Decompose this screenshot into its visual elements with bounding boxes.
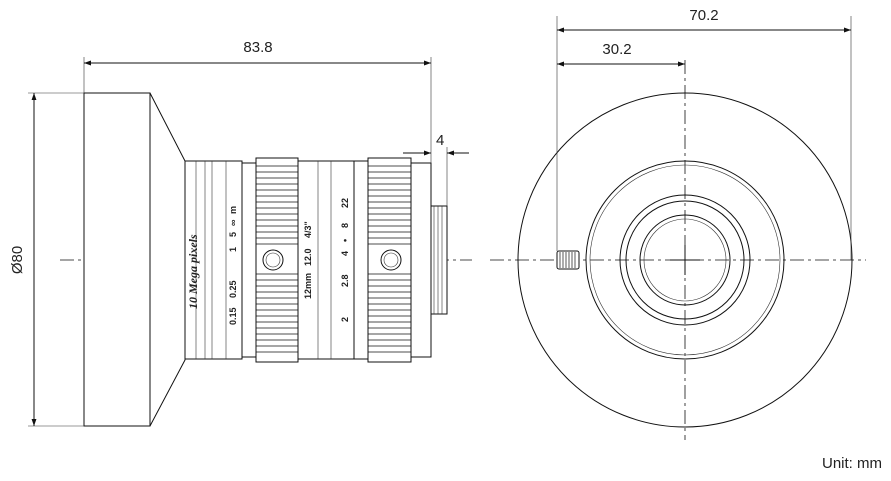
focus-scale-5: 5 xyxy=(228,232,238,237)
dimension-outer-diameter-value: Ø80 xyxy=(9,246,26,274)
tapered-shoulder xyxy=(149,92,186,427)
focus-lock-screw-icon xyxy=(262,249,284,271)
focus-scale-unit: m xyxy=(228,206,238,214)
side-view: 10 Mega pixels 0.15 0.25 1 5 ∞ m 12mm 12… xyxy=(9,39,472,427)
dimension-front-width: 70.2 xyxy=(556,7,852,260)
front-view: 70.2 30.2 xyxy=(490,7,866,440)
dimension-half-width: 30.2 xyxy=(557,41,685,67)
dimension-half-width-value: 30.2 xyxy=(602,41,631,58)
dimension-flange-offset: 4 xyxy=(403,132,469,206)
side-lock-screw-icon xyxy=(556,250,580,270)
c-mount-thread xyxy=(430,205,448,315)
iris-lock-screw-icon xyxy=(380,249,402,271)
dimension-front-width-value: 70.2 xyxy=(689,7,718,24)
brand-engraving: 10 Mega pixels xyxy=(186,234,200,309)
barrel-middle xyxy=(297,160,355,360)
rear-barrel xyxy=(410,162,432,358)
dimension-overall-length-value: 83.8 xyxy=(243,39,272,56)
focal-value: 12.0 xyxy=(303,248,313,266)
aperture-2-8: 2.8 xyxy=(340,274,350,287)
focus-scale-0-25: 0.25 xyxy=(228,280,238,298)
aperture-8: 8 xyxy=(340,223,350,228)
format-label: 4/3" xyxy=(303,221,313,238)
aperture-2: 2 xyxy=(340,317,350,322)
iris-ring xyxy=(353,157,412,363)
barrel-front xyxy=(184,160,243,360)
aperture-dot: • xyxy=(340,239,350,242)
dimension-flange-offset-value: 4 xyxy=(436,132,444,149)
aperture-22: 22 xyxy=(340,198,350,208)
focus-scale-1: 1 xyxy=(228,247,238,252)
dimension-outer-diameter: Ø80 xyxy=(9,92,84,427)
focus-ring xyxy=(241,157,299,363)
front-glass-element xyxy=(639,214,731,306)
unit-label: Unit: mm xyxy=(822,455,882,472)
focus-scale-infinity: ∞ xyxy=(228,219,238,226)
front-outer-hood-circle xyxy=(517,92,853,428)
front-lens-ring xyxy=(619,194,751,326)
aperture-4: 4 xyxy=(340,251,350,256)
lens-engravings: 10 Mega pixels 0.15 0.25 1 5 ∞ m 12mm 12… xyxy=(186,198,350,325)
focus-scale-0-15: 0.15 xyxy=(228,307,238,325)
barrel-ring-circle xyxy=(585,160,785,360)
front-hood xyxy=(83,92,151,427)
dimension-overall-length: 83.8 xyxy=(83,39,432,163)
focal-length-label: 12mm xyxy=(303,273,313,299)
